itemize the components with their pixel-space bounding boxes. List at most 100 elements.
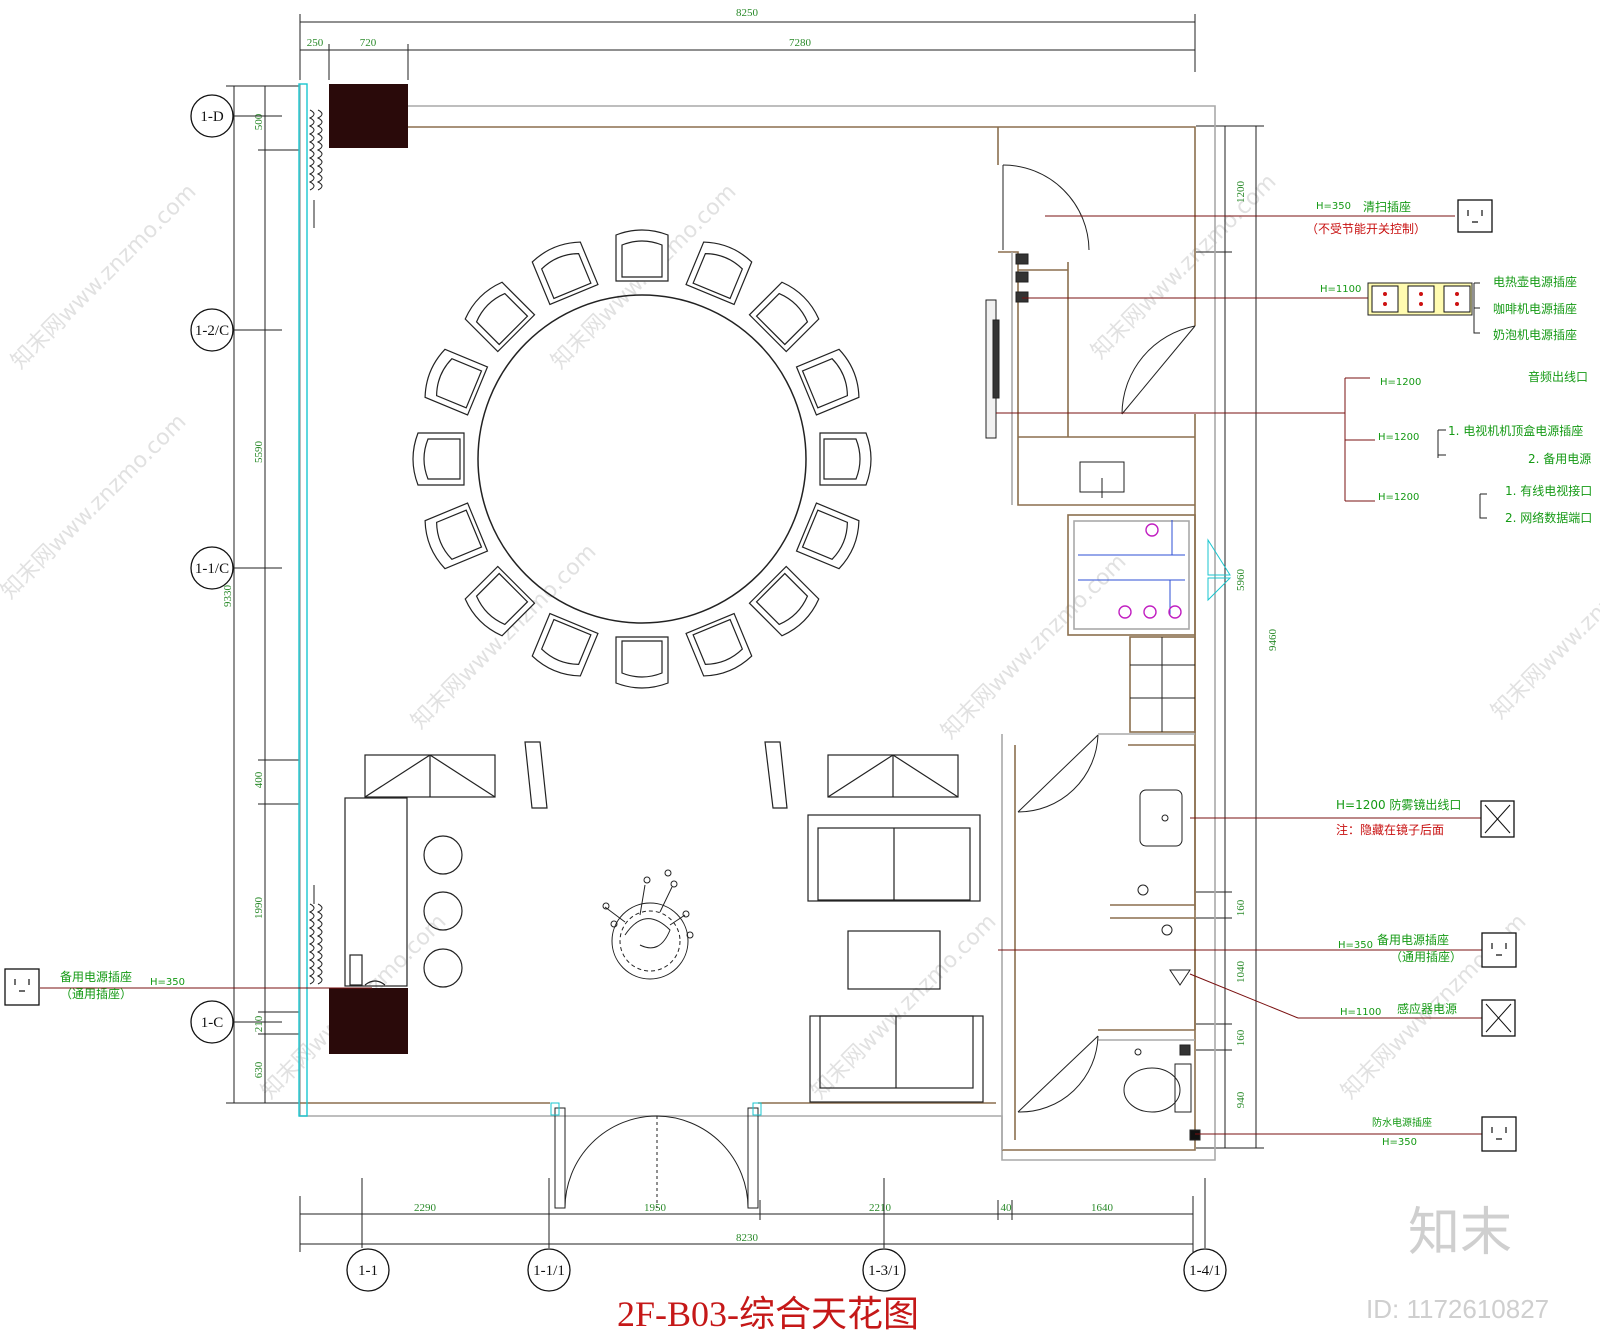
axis-label-11c: 1-1/C: [195, 561, 229, 577]
dining-chair: [748, 281, 820, 353]
watermark-text: 知末网www.znzmo.com: [0, 409, 191, 604]
leader-lines: [40, 215, 1482, 1135]
dim-right-b: 5960: [1235, 569, 1247, 592]
dining-chair: [685, 612, 753, 677]
sensor-power-height: H=1100: [1340, 1007, 1381, 1018]
audio-outlet-height: H=1200: [1380, 377, 1421, 388]
dim-bottom-c: 2210: [869, 1202, 892, 1214]
sensor-power-label: 感应器电源: [1397, 1001, 1457, 1016]
kettle-socket-height: H=1100: [1320, 284, 1361, 295]
dining-chair: [464, 565, 536, 637]
drawing-title: 2F-B03-综合天花图: [617, 1294, 919, 1334]
axis-labels: 1-D 1-2/C 1-1/C 1-C 1-1 1-1/1 1-3/1 1-4/…: [195, 109, 1221, 1279]
cable-outlet-height: H=1200: [1378, 492, 1419, 503]
dim-right-f: 940: [1235, 1091, 1247, 1108]
dining-chairs: [412, 229, 872, 689]
dim-bottom-total: 8230: [736, 1232, 759, 1244]
brand-watermark: 知末: [1408, 1203, 1512, 1263]
mirror-outlet-note: 注：隐藏在镜子后面: [1336, 822, 1444, 837]
annotation-texts: H=350 清扫插座 （不受节能开关控制） H=1100 电热壶电源插座 咖啡机…: [60, 199, 1592, 1148]
lounge-furniture: [344, 741, 984, 1103]
left-socket-height: H=350: [150, 977, 185, 988]
axis-label-111: 1-1/1: [533, 1263, 565, 1279]
cable-outlet-label-1: 1. 有线电视接口: [1505, 483, 1592, 498]
dim-bottom-d: 40: [1001, 1202, 1013, 1214]
image-id-watermark: ID: 1172610827: [1366, 1294, 1549, 1324]
axis-label-12c: 1-2/C: [195, 323, 229, 339]
dining-chair: [615, 229, 669, 282]
dim-bottom-a: 2290: [414, 1202, 437, 1214]
dining-chair: [795, 348, 860, 416]
coffee-socket-label: 咖啡机电源插座: [1493, 301, 1577, 316]
axis-label-131: 1-3/1: [868, 1263, 900, 1279]
dining-chair: [464, 281, 536, 353]
tv-outlet-label-1: 1. 电视机机顶盒电源插座: [1448, 423, 1583, 438]
axis-bubbles: [190, 94, 1227, 1292]
dim-top-a: 250: [307, 37, 324, 49]
walls: [298, 83, 1216, 1161]
dining-chair: [819, 432, 872, 486]
right-fixtures: [985, 253, 1232, 1141]
dining-chair: [412, 432, 465, 486]
bracket-lines: [1437, 282, 1487, 519]
dim-left-d: 1990: [253, 897, 265, 920]
dim-left-total: 9330: [222, 585, 234, 608]
dim-right-d: 1040: [1235, 961, 1247, 984]
dim-right-a: 1200: [1235, 181, 1247, 204]
dim-right-c: 160: [1235, 899, 1247, 916]
clean-socket-label: 清扫插座: [1363, 199, 1411, 214]
spare-socket-height: H=350: [1338, 940, 1373, 951]
dimension-lines: [226, 14, 1264, 1252]
doors: [550, 164, 1196, 1209]
dim-left-f: 630: [253, 1061, 265, 1078]
dimension-texts: 8250 250 720 7280 2290 1950 2210 40 1640…: [222, 7, 1279, 1244]
outlet-symbols: [4, 199, 1517, 1152]
axis-label-11: 1-1: [358, 1263, 378, 1279]
audio-outlet-label: 音频出线口: [1528, 369, 1588, 384]
clean-socket-note: （不受节能开关控制）: [1306, 222, 1426, 236]
tv-outlet-label-2: 2. 备用电源: [1528, 452, 1591, 466]
dim-bottom-b: 1950: [644, 1202, 667, 1214]
dim-right-total: 9460: [1267, 629, 1279, 652]
dim-top-b: 720: [360, 37, 377, 49]
kettle-socket-label: 电热壶电源插座: [1493, 274, 1577, 289]
cable-outlet-label-2: 2. 网络数据端口: [1505, 510, 1592, 525]
dim-left-c: 400: [253, 771, 265, 788]
watermark-text: 知末网www.znzmo.com: [1487, 529, 1600, 724]
dining-chair: [531, 241, 599, 306]
water-socket-label: 防水电源插座: [1372, 1116, 1432, 1129]
tv-outlet-height: H=1200: [1378, 432, 1419, 443]
watermark-text: 知末网www.znzmo.com: [1087, 169, 1282, 364]
dim-left-e: 210: [253, 1015, 265, 1032]
left-socket-note: （通用插座）: [60, 986, 132, 1001]
dim-right-e: 160: [1235, 1029, 1247, 1046]
left-socket-label: 备用电源插座: [60, 969, 132, 984]
dim-left-a: 500: [253, 113, 265, 130]
dining-chair: [424, 348, 489, 416]
dim-left-b: 5590: [253, 441, 265, 464]
mirror-outlet-label: H=1200 防雾镜出线口: [1336, 797, 1461, 812]
axis-label-1d: 1-D: [200, 109, 223, 125]
watermark-text: 知末网www.znzmo.com: [7, 179, 202, 374]
dining-chair: [531, 612, 599, 677]
chandelier-light: [602, 869, 694, 980]
clean-socket-height: H=350: [1316, 201, 1351, 212]
dim-top-total: 8250: [736, 7, 759, 19]
water-socket-height: H=350: [1382, 1137, 1417, 1148]
axis-lines: [233, 115, 1206, 1248]
dining-chair: [748, 565, 820, 637]
axis-label-1c: 1-C: [201, 1015, 224, 1031]
dim-top-c: 7280: [789, 37, 812, 49]
dining-chair: [424, 502, 489, 570]
watermark-text: 知末网www.znzmo.com: [807, 909, 1002, 1104]
round-dining-table: [477, 294, 807, 624]
axis-label-141: 1-4/1: [1189, 1263, 1221, 1279]
milk-socket-label: 奶泡机电源插座: [1493, 327, 1577, 342]
dining-chair: [685, 241, 753, 306]
spare-socket-note: （通用插座）: [1390, 949, 1462, 964]
dim-bottom-e: 1640: [1091, 1202, 1114, 1214]
spare-socket-label: 备用电源插座: [1377, 932, 1449, 947]
dining-chair: [615, 636, 669, 689]
watermark-text: 知末网www.znzmo.com: [937, 549, 1132, 744]
